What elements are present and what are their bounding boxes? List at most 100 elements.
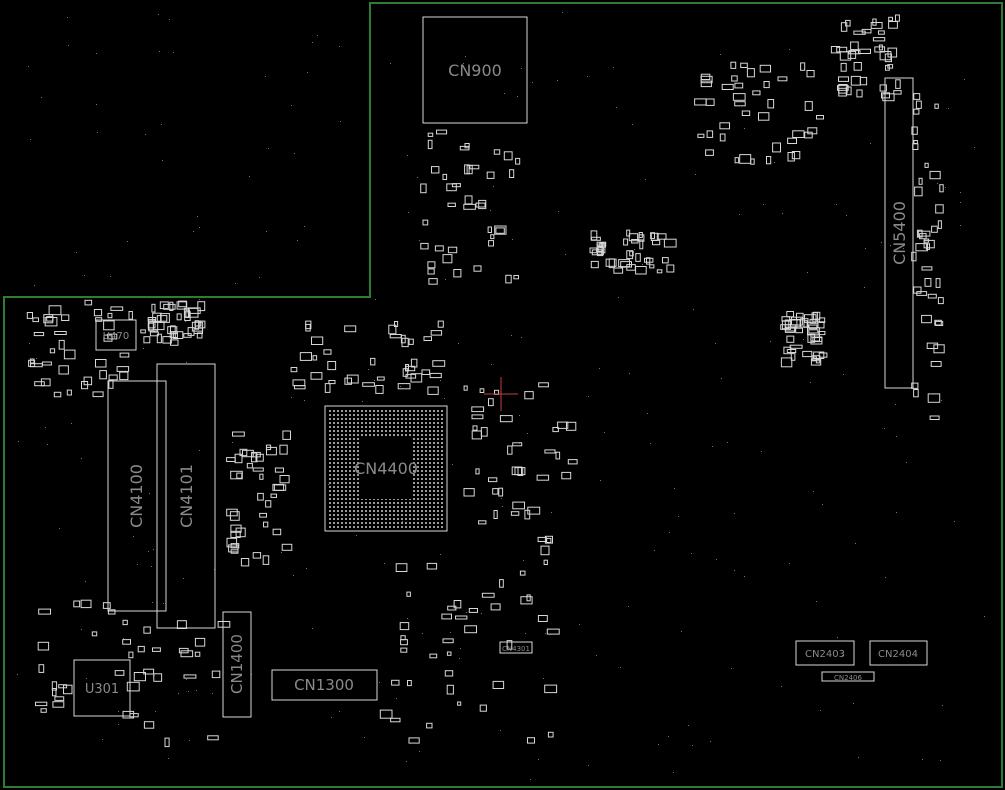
component-cn4101[interactable]: CN4101 [156, 363, 216, 629]
smd-part [838, 87, 847, 97]
smd-part [464, 143, 470, 149]
component-cn4400[interactable]: CN4400 [324, 405, 448, 532]
via [628, 606, 629, 607]
via [328, 484, 329, 485]
component-cn4301[interactable]: CN4301 [499, 641, 533, 654]
via [960, 202, 961, 203]
smd-part [407, 680, 412, 687]
smd-part [546, 537, 552, 544]
u470-label: U470 [103, 331, 129, 342]
via [816, 601, 817, 602]
smd-part [861, 28, 872, 34]
via [81, 629, 82, 630]
via [937, 183, 938, 184]
smd-part [194, 320, 202, 327]
smd-part [931, 225, 938, 233]
component-cn2403[interactable]: CN2403 [795, 640, 855, 666]
via [293, 575, 294, 576]
via [67, 17, 68, 18]
smd-part [274, 467, 284, 473]
component-cn900[interactable]: CN900 [422, 16, 528, 124]
smd-part [265, 444, 272, 451]
via [511, 335, 512, 336]
smd-part [95, 359, 107, 368]
smd-part [217, 621, 231, 628]
smd-part [623, 238, 629, 246]
smd-part [628, 233, 639, 242]
component-u470[interactable]: U470 [95, 319, 137, 351]
via [18, 441, 19, 442]
smd-part [402, 368, 409, 377]
via [543, 678, 544, 679]
via [183, 578, 184, 579]
smd-part [499, 415, 513, 423]
smd-part [510, 511, 520, 516]
smd-part [178, 300, 187, 308]
via [118, 724, 119, 725]
via [161, 124, 162, 125]
smd-part [921, 314, 932, 324]
component-cn1400[interactable]: CN1400 [222, 611, 252, 718]
component-cn1300[interactable]: CN1300 [271, 669, 378, 701]
smd-part [128, 651, 134, 659]
smd-part [273, 484, 287, 491]
via [154, 675, 155, 676]
smd-part [555, 451, 561, 460]
smd-part [272, 528, 282, 536]
smd-part [171, 331, 178, 338]
via [896, 512, 897, 513]
smd-part [503, 151, 513, 161]
component-cn2404[interactable]: CN2404 [869, 640, 928, 666]
smd-part [812, 337, 823, 343]
smd-part [44, 317, 58, 327]
via [940, 760, 941, 761]
smd-part [596, 249, 604, 257]
smd-part [399, 622, 410, 631]
component-cn5400[interactable]: CN5400 [884, 77, 914, 389]
via [450, 632, 451, 633]
smd-part [939, 184, 944, 193]
via [97, 132, 98, 133]
component-cn4100[interactable]: CN4100 [107, 380, 167, 612]
smd-part [879, 84, 887, 92]
smd-part [853, 62, 862, 71]
smd-part [395, 563, 408, 573]
smd-part [102, 602, 111, 609]
smd-part [344, 377, 352, 385]
smd-part [781, 316, 791, 322]
via [761, 451, 762, 452]
smd-part [63, 349, 76, 360]
smd-part [108, 379, 114, 389]
smd-part [505, 274, 512, 284]
via [297, 240, 298, 241]
smd-part [540, 545, 550, 556]
via [356, 535, 357, 536]
via [842, 655, 843, 656]
smd-part [597, 246, 603, 252]
smd-part [705, 98, 715, 106]
smd-part [490, 603, 501, 611]
smd-part [230, 549, 239, 554]
smd-part [226, 508, 238, 517]
smd-part [818, 352, 828, 358]
smd-part [211, 670, 221, 679]
smd-part [758, 112, 770, 121]
smd-part [466, 164, 473, 175]
via [716, 559, 717, 560]
smd-part [513, 275, 520, 280]
via [76, 252, 77, 253]
smd-part [817, 321, 825, 329]
smd-part [486, 171, 495, 179]
component-cn2406[interactable]: CN2406 [821, 671, 875, 682]
smd-part [54, 331, 67, 335]
component-u301[interactable]: U301 [73, 659, 131, 717]
via [133, 536, 134, 537]
smd-part [925, 243, 931, 250]
smd-part [544, 535, 554, 544]
via [96, 104, 97, 105]
via [419, 240, 420, 241]
smd-part [388, 324, 397, 335]
via [304, 226, 305, 227]
smd-part [537, 615, 548, 622]
